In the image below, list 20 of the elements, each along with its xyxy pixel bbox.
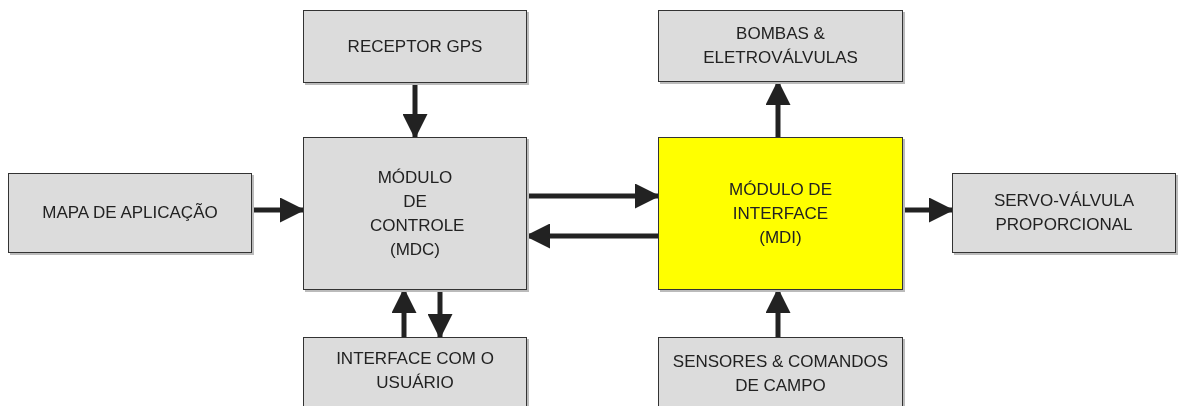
info-box: [303, 337, 527, 406]
info-box: [658, 337, 903, 406]
info-box: [658, 10, 903, 82]
box-label: INTERFACE COM O USUÁRIO: [335, 348, 495, 394]
arrow: [252, 197, 305, 223]
arrow: [427, 290, 453, 339]
module-box: [658, 137, 903, 290]
module-box: [303, 137, 527, 290]
arrow: [527, 183, 660, 209]
box-label: RECEPTOR GPS: [347, 35, 483, 58]
box-label: SENSORES & COMANDOS DE CAMPO: [671, 351, 890, 397]
box-label: BOMBAS & ELETROVÁLVULAS: [702, 23, 859, 69]
info-box: [952, 173, 1176, 253]
box-label: SERVO-VÁLVULA PROPORCIONAL: [992, 190, 1136, 236]
info-box: [303, 10, 527, 83]
box-label: MÓDULO DE INTERFACE (MDI): [728, 178, 833, 249]
arrow: [903, 197, 954, 223]
box-label: MAPA DE APLICAÇÃO: [42, 202, 218, 224]
info-box: [8, 173, 252, 253]
arrow: [402, 83, 428, 139]
